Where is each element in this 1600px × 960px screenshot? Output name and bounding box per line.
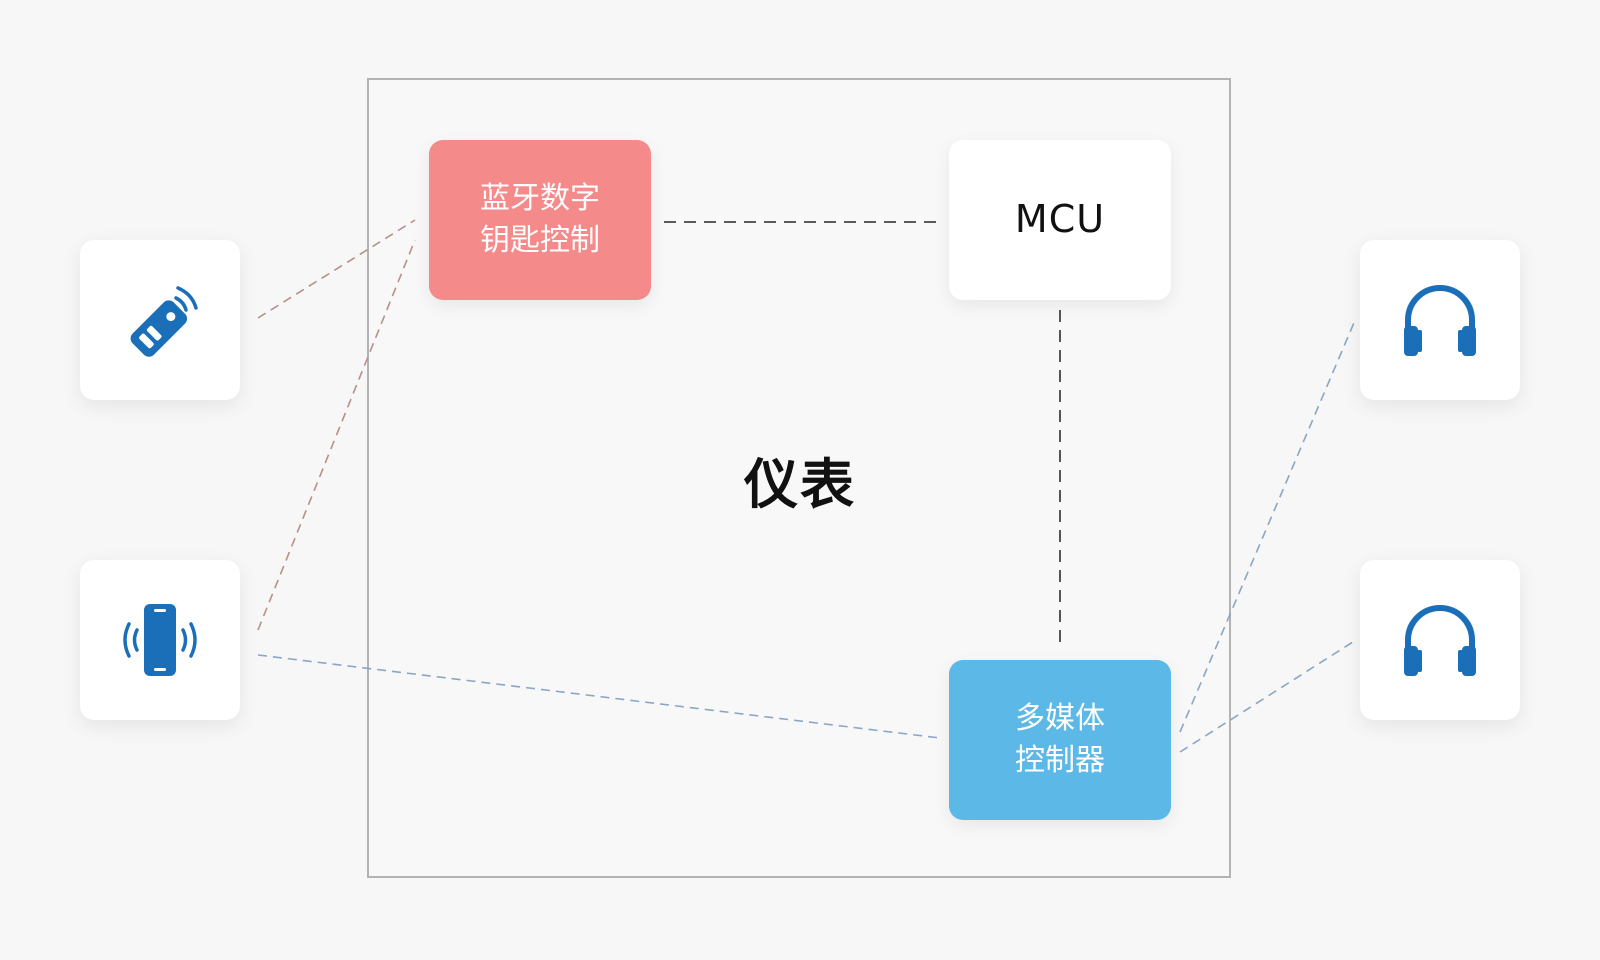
- instrument-cluster-title: 仪表: [744, 453, 856, 516]
- media-controller-label: 多媒体 控制器: [1015, 701, 1105, 778]
- mcu-node[interactable]: MCU: [949, 140, 1171, 300]
- headphones-device-card-1[interactable]: [1360, 240, 1520, 400]
- vibrating-phone-icon: [123, 604, 197, 676]
- headphones-icon: [1404, 285, 1476, 356]
- mcu-label: MCU: [1014, 197, 1106, 242]
- key-control-label: 蓝牙数字 钥匙控制: [480, 181, 600, 258]
- headphones-device-card-2[interactable]: [1360, 560, 1520, 720]
- keyfob-device-card[interactable]: [80, 240, 240, 400]
- key-control-node[interactable]: 蓝牙数字 钥匙控制: [429, 140, 651, 300]
- car-key-fob-icon: [130, 286, 198, 357]
- media-controller-node[interactable]: 多媒体 控制器: [949, 660, 1171, 820]
- headphones-icon: [1404, 605, 1476, 676]
- phone-device-card[interactable]: [80, 560, 240, 720]
